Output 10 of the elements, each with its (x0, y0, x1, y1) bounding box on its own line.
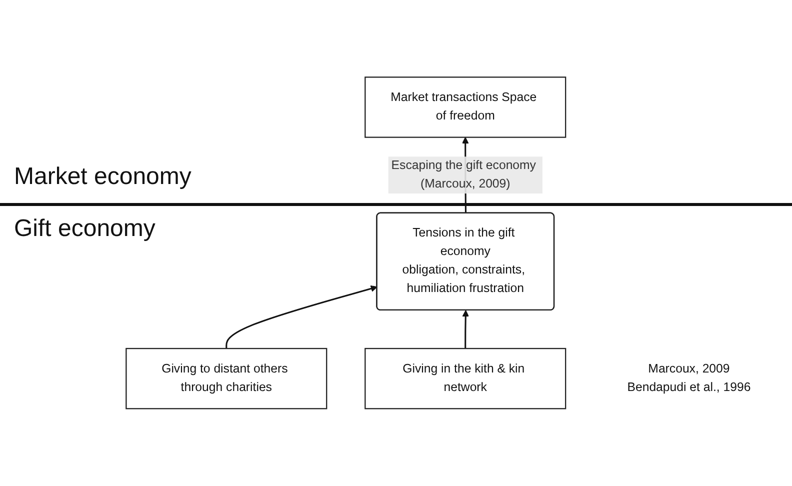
node-label: Marcoux, 2009 (648, 362, 730, 376)
node-box: Giving to distant others through charities (126, 348, 328, 410)
arrow (462, 310, 470, 349)
node-label: Bendapudi et al., 1996 (627, 380, 751, 394)
edge-label: Escaping the gift economy (Marcoux, 2009) (391, 158, 536, 191)
node-box: Market transactions Space of freedom (364, 76, 566, 138)
zone-label: Gift economy (14, 215, 156, 244)
arrow (226, 285, 378, 349)
node-box: Giving in the kith & kin network (364, 348, 566, 410)
zone-label: Market economy (14, 163, 192, 192)
